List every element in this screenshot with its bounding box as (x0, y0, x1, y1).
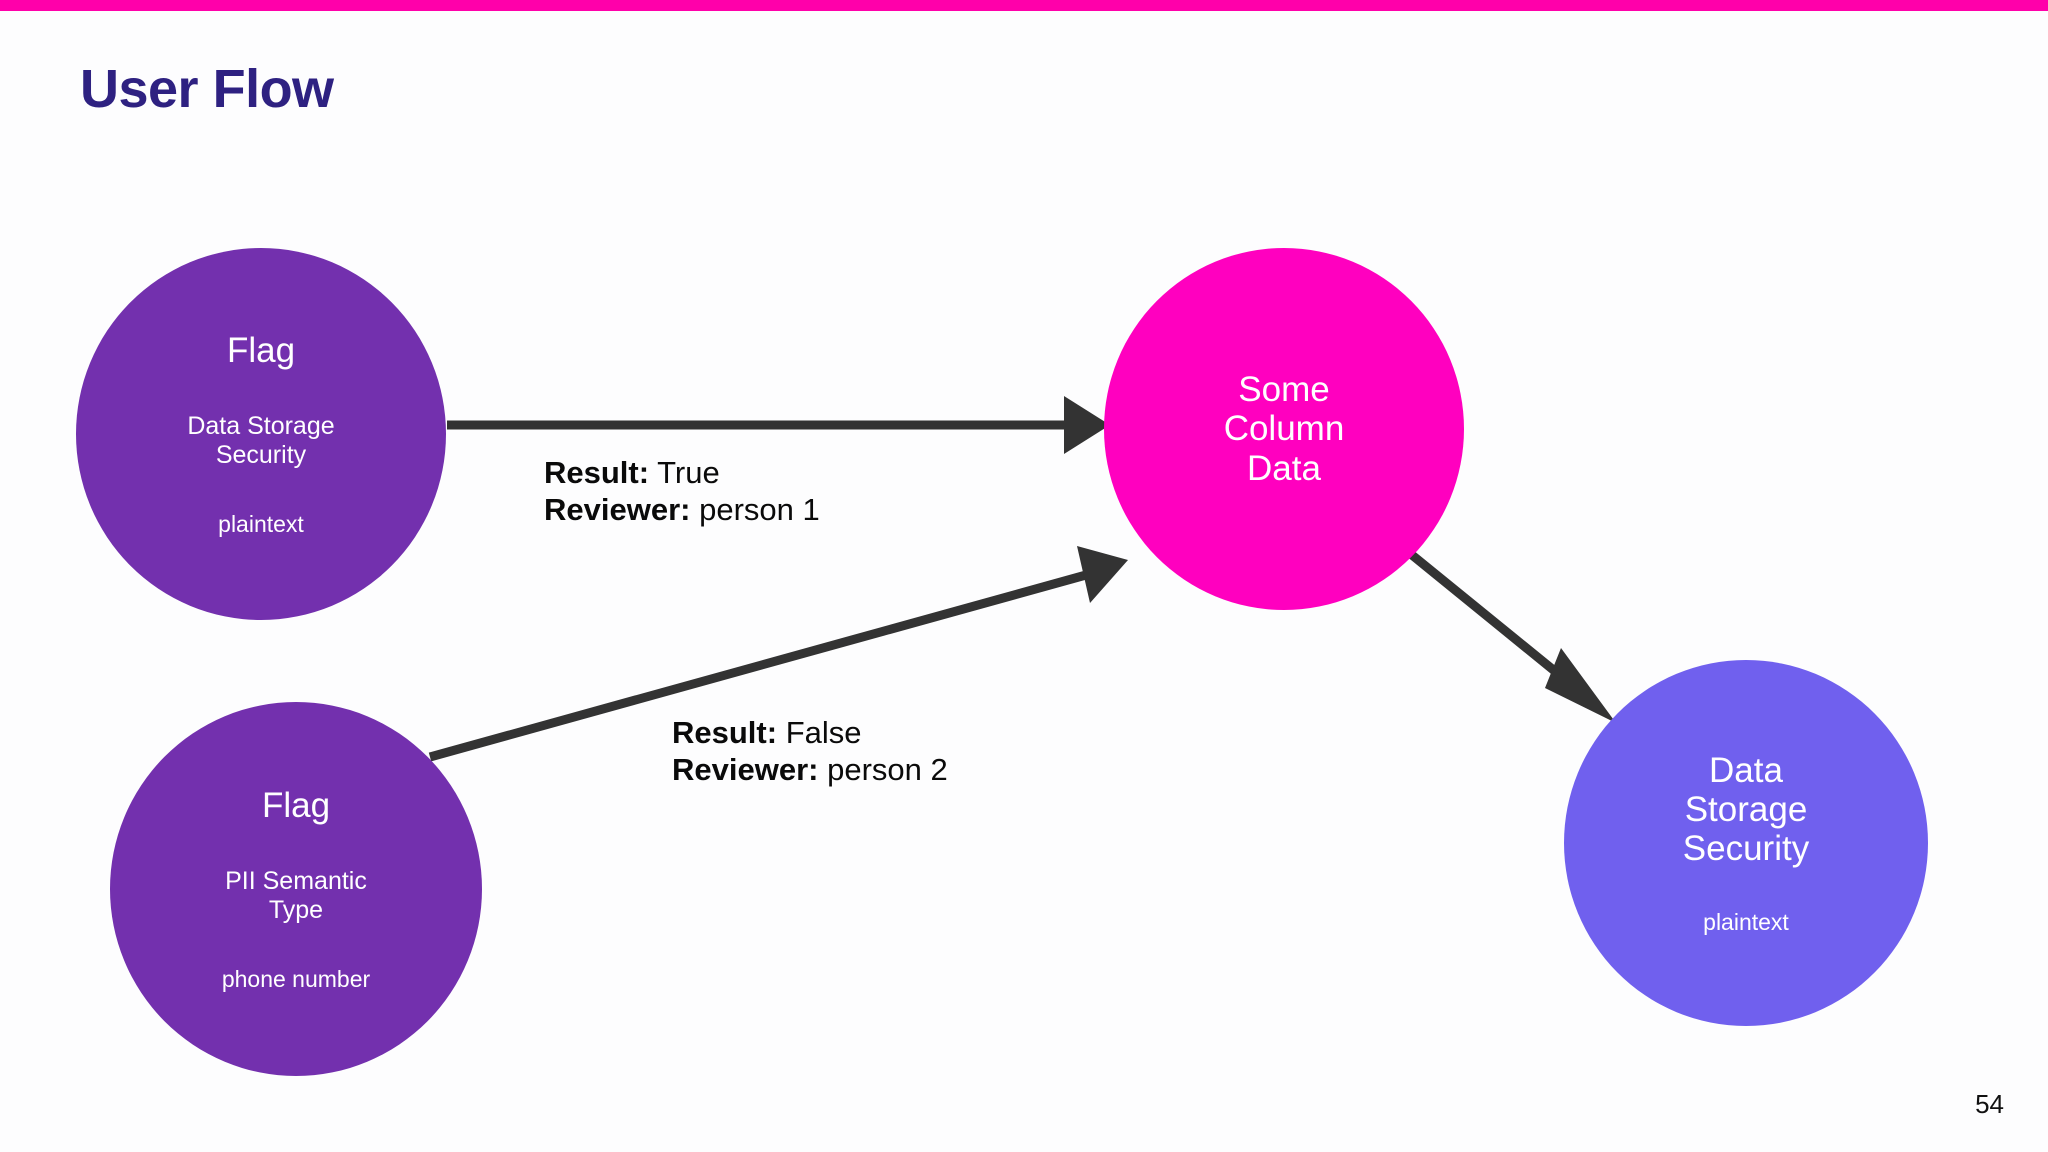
node-flag-data-storage-security[interactable]: Flag Data Storage Security plaintext (76, 248, 446, 620)
node-subtitle-line2: Type (268, 896, 324, 925)
node-title: Some Column Data (1224, 370, 1345, 488)
node-some-column-data[interactable]: Some Column Data (1104, 248, 1464, 610)
node-subtitle: PII Semantic Type (225, 867, 367, 926)
node-title-line1: Data (1709, 751, 1783, 790)
edge-result-value: False (785, 715, 862, 750)
node-subtitle-line2: Security (215, 441, 307, 470)
node-value: plaintext (218, 510, 304, 537)
node-flag-pii-semantic-type[interactable]: Flag PII Semantic Type phone number (110, 702, 482, 1076)
edge-reviewer-key: Reviewer: (672, 751, 819, 787)
node-title: Flag (261, 785, 331, 825)
node-data-storage-security-result[interactable]: Data Storage Security plaintext (1564, 660, 1928, 1026)
arrow-flag-storage-to-column-data (447, 396, 1110, 454)
edge-reviewer-value: person 2 (827, 751, 948, 787)
node-subtitle: Data Storage Security (187, 412, 334, 471)
edge-reviewer-row: Reviewer: person 2 (672, 752, 948, 789)
edge-result-row: Result: False (672, 715, 948, 752)
edge-label-result-true: Result: True Reviewer: person 1 (544, 455, 820, 528)
edge-result-key: Result: (672, 715, 778, 750)
node-title-line2: Storage (1684, 790, 1808, 830)
edge-result-key: Result: (544, 455, 650, 490)
node-subtitle-line1: PII Semantic (225, 866, 367, 895)
edge-reviewer-key: Reviewer: (544, 491, 691, 527)
node-title: Data Storage Security (1683, 751, 1809, 869)
page-number: 54 (1975, 1089, 2004, 1119)
edge-reviewer-row: Reviewer: person 1 (544, 492, 820, 529)
node-title-line3: Security (1682, 829, 1810, 869)
node-value: phone number (221, 965, 371, 992)
arrow-column-data-to-storage-result (1409, 551, 1616, 723)
edge-result-value: True (657, 455, 720, 490)
edge-result-row: Result: True (544, 455, 820, 492)
edge-label-result-false: Result: False Reviewer: person 2 (672, 715, 948, 788)
edge-reviewer-value: person 1 (699, 491, 820, 527)
node-title-line2: Column (1223, 409, 1345, 449)
accent-bar (0, 0, 2048, 11)
node-title: Flag (226, 330, 296, 370)
node-subtitle-line1: Data Storage (187, 411, 335, 440)
node-value: plaintext (1703, 908, 1789, 935)
page-title: User Flow (80, 59, 334, 119)
node-title-line3: Data (1247, 448, 1321, 488)
node-title-line1: Some (1238, 370, 1330, 410)
